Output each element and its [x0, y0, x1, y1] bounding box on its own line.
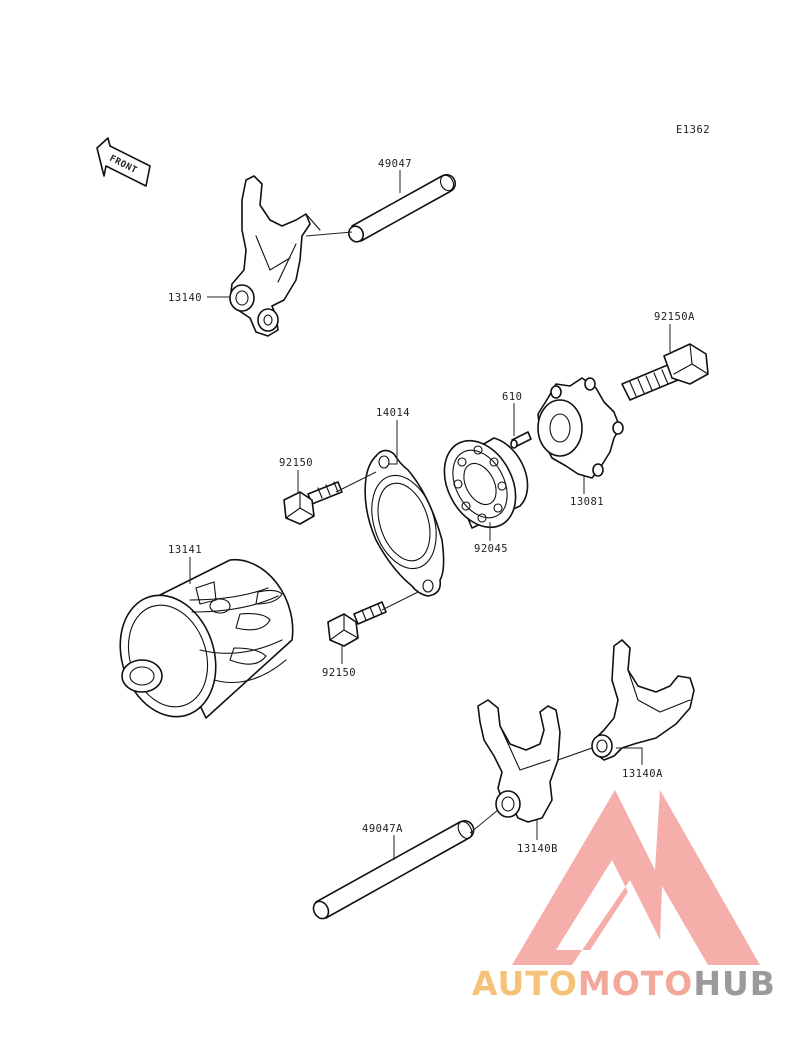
shift-cam-13081	[537, 377, 624, 479]
label-14014: 14014	[376, 407, 410, 419]
leader-lines	[189, 170, 671, 860]
shift-rod-49047	[347, 173, 457, 243]
watermark-logo-icon	[512, 790, 760, 965]
part-labels: 49047 13140 92150A 610 14014 92150 13081…	[168, 158, 695, 855]
watermark-part-moto: MOTO	[578, 964, 693, 1003]
watermark-part-hub: HUB	[693, 964, 776, 1003]
bearing-92045	[443, 437, 529, 529]
label-92045: 92045	[474, 543, 508, 555]
shift-fork-13140	[229, 175, 321, 337]
shift-fork-13140A	[591, 639, 695, 761]
bolt-92150-bottom	[327, 601, 387, 647]
label-92150A: 92150A	[654, 311, 695, 323]
label-13141: 13141	[168, 544, 202, 556]
label-13140: 13140	[168, 292, 202, 304]
bolt-92150-top	[283, 481, 343, 525]
shift-drum-13141	[119, 558, 294, 719]
shift-rod-49047A	[312, 820, 475, 920]
label-13140B: 13140B	[517, 843, 558, 855]
diagram-code: E1362	[676, 124, 710, 136]
label-92150-bottom: 92150	[322, 667, 356, 679]
plate-14014	[364, 449, 445, 597]
label-49047: 49047	[378, 158, 412, 170]
bolt-92150A	[621, 343, 709, 401]
front-arrow-icon: FRONT	[96, 137, 151, 187]
label-92150-top: 92150	[279, 457, 313, 469]
watermark-text: AUTOMOTOHUB	[472, 964, 776, 1003]
watermark-part-auto: AUTO	[472, 964, 578, 1003]
label-13140A: 13140A	[622, 768, 663, 780]
label-13081: 13081	[570, 496, 604, 508]
label-49047A: 49047A	[362, 823, 403, 835]
label-610: 610	[502, 391, 522, 403]
shift-fork-13140B	[477, 699, 593, 823]
pin-610	[510, 431, 532, 449]
